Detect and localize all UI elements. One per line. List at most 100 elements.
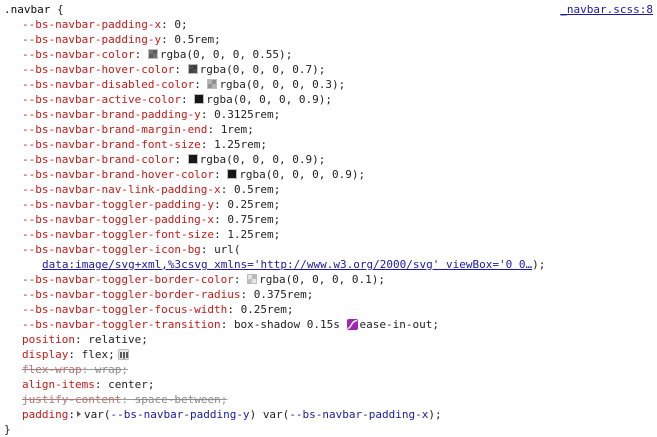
property-value[interactable]: center — [108, 378, 148, 391]
declaration-bs-navbar-toggler-focus-width[interactable]: --bs-navbar-toggler-focus-width: 0.25rem… — [0, 302, 657, 317]
declaration-justify-content[interactable]: justify-content: space-between; — [0, 392, 657, 407]
declaration-list-layout: position: relative;display: flex;flex-wr… — [0, 332, 657, 407]
flex-badge-icon[interactable] — [117, 349, 129, 360]
property-value[interactable]: 1.25rem — [227, 228, 274, 241]
expand-triangle-icon[interactable] — [76, 411, 81, 417]
declaration-bs-navbar-brand-margin-end[interactable]: --bs-navbar-brand-margin-end: 1rem; — [0, 122, 657, 137]
declaration-bs-navbar-nav-link-padding-x[interactable]: --bs-navbar-nav-link-padding-x: 0.5rem; — [0, 182, 657, 197]
declaration-bs-navbar-toggler-border-color[interactable]: --bs-navbar-toggler-border-color: rgba(0… — [0, 272, 657, 287]
color-swatch[interactable] — [187, 154, 198, 164]
property-name[interactable]: --bs-navbar-brand-hover-color — [22, 168, 215, 181]
semicolon: ; — [338, 78, 346, 91]
property-name[interactable]: display — [22, 348, 69, 361]
property-value[interactable]: rgba(0, 0, 0, 0.7) — [199, 63, 319, 76]
property-value[interactable]: 0.25rem — [240, 303, 287, 316]
property-name[interactable]: flex-wrap — [22, 363, 82, 376]
property-name[interactable]: --bs-navbar-toggler-border-radius — [22, 288, 241, 301]
property-value[interactable]: 0.25rem — [227, 198, 274, 211]
property-name[interactable]: --bs-navbar-hover-color — [22, 63, 175, 76]
property-name[interactable]: --bs-navbar-toggler-border-color — [22, 273, 234, 286]
color-swatch[interactable] — [207, 79, 218, 89]
bezier-curve-icon[interactable] — [346, 319, 358, 330]
declaration-display[interactable]: display: flex; — [0, 347, 657, 362]
property-name[interactable]: --bs-navbar-color — [22, 48, 135, 61]
custom-property-reference-2[interactable]: --bs-navbar-padding-x — [289, 408, 429, 421]
property-value[interactable]: rgba(0, 0, 0, 0.9) — [239, 168, 359, 181]
declaration-bs-navbar-brand-color[interactable]: --bs-navbar-brand-color: rgba(0, 0, 0, 0… — [0, 152, 657, 167]
property-value[interactable]: rgba(0, 0, 0, 0.1) — [259, 273, 379, 286]
semicolon: ; — [247, 123, 254, 136]
property-name[interactable]: justify-content — [22, 393, 122, 406]
property-name[interactable]: --bs-navbar-brand-color — [22, 153, 175, 166]
property-name[interactable]: --bs-navbar-padding-y — [22, 33, 162, 46]
declaration-bs-navbar-disabled-color[interactable]: --bs-navbar-disabled-color: rgba(0, 0, 0… — [0, 77, 657, 92]
declaration-bs-navbar-padding-y[interactable]: --bs-navbar-padding-y: 0.5rem; — [0, 32, 657, 47]
stylesheet-source-link[interactable]: _navbar.scss:8 — [560, 3, 653, 16]
color-swatch[interactable] — [147, 49, 158, 59]
colon: : — [200, 243, 215, 256]
declaration-bs-navbar-toggler-padding-y[interactable]: --bs-navbar-toggler-padding-y: 0.25rem; — [0, 197, 657, 212]
data-url-value[interactable]: data:image/svg+xml,%3csvg xmlns='http://… — [42, 258, 533, 271]
property-name[interactable]: padding — [22, 408, 69, 421]
custom-property-reference-1[interactable]: --bs-navbar-padding-y — [110, 408, 250, 421]
declaration-toggler-transition[interactable]: --bs-navbar-toggler-transition: box-shad… — [0, 317, 657, 332]
declaration-bs-navbar-color[interactable]: --bs-navbar-color: rgba(0, 0, 0, 0.55); — [0, 47, 657, 62]
property-value[interactable]: 0.375rem — [253, 288, 307, 301]
declaration-position[interactable]: position: relative; — [0, 332, 657, 347]
declaration-bs-navbar-active-color[interactable]: --bs-navbar-active-color: rgba(0, 0, 0, … — [0, 92, 657, 107]
property-name[interactable]: --bs-navbar-toggler-icon-bg — [22, 243, 201, 256]
declaration-bs-navbar-brand-hover-color[interactable]: --bs-navbar-brand-hover-color: rgba(0, 0… — [0, 167, 657, 182]
property-value[interactable]: rgba(0, 0, 0, 0.55) — [159, 48, 286, 61]
property-value[interactable]: 0.75rem — [227, 213, 274, 226]
declaration-bs-navbar-brand-padding-y[interactable]: --bs-navbar-brand-padding-y: 0.3125rem; — [0, 107, 657, 122]
property-name[interactable]: --bs-navbar-toggler-font-size — [22, 228, 215, 241]
property-value[interactable]: 1rem — [220, 123, 248, 136]
property-name[interactable]: --bs-navbar-toggler-focus-width — [22, 303, 228, 316]
declaration-bs-navbar-toggler-border-radius[interactable]: --bs-navbar-toggler-border-radius: 0.375… — [0, 287, 657, 302]
property-name[interactable]: align-items — [22, 378, 95, 391]
open-brace-glyph: { — [56, 3, 64, 16]
declaration-bs-navbar-toggler-font-size[interactable]: --bs-navbar-toggler-font-size: 1.25rem; — [0, 227, 657, 242]
property-value[interactable]: relative — [88, 333, 142, 346]
var-close-2: ) — [428, 408, 436, 421]
property-name[interactable]: --bs-navbar-brand-font-size — [22, 138, 201, 151]
property-value[interactable]: space-between — [134, 393, 221, 406]
property-value[interactable]: 0.3125rem — [214, 108, 274, 121]
property-name[interactable]: --bs-navbar-active-color — [22, 93, 181, 106]
property-value[interactable]: 1.25rem — [214, 138, 261, 151]
property-name[interactable]: --bs-navbar-toggler-padding-y — [22, 198, 215, 211]
property-name[interactable]: --bs-navbar-toggler-transition — [22, 318, 221, 331]
color-swatch[interactable] — [187, 64, 198, 74]
property-value[interactable]: rgba(0, 0, 0, 0.3) — [219, 78, 339, 91]
rule-selector-line[interactable]: .navbar { — [0, 2, 657, 17]
property-name[interactable]: --bs-navbar-disabled-color — [22, 78, 195, 91]
declaration-bs-navbar-hover-color[interactable]: --bs-navbar-hover-color: rgba(0, 0, 0, 0… — [0, 62, 657, 77]
declaration-toggler-icon-bg-url-line[interactable]: data:image/svg+xml,%3csvg xmlns='http://… — [0, 257, 657, 272]
selector-text[interactable]: .navbar — [4, 3, 51, 16]
property-value[interactable]: 0 — [174, 18, 181, 31]
property-name[interactable]: --bs-navbar-toggler-padding-x — [22, 213, 215, 226]
declaration-bs-navbar-brand-font-size[interactable]: --bs-navbar-brand-font-size: 1.25rem; — [0, 137, 657, 152]
declaration-align-items[interactable]: align-items: center; — [0, 377, 657, 392]
declaration-bs-navbar-padding-x[interactable]: --bs-navbar-padding-x: 0; — [0, 17, 657, 32]
property-value[interactable]: 0.5rem — [174, 33, 215, 46]
property-value[interactable]: wrap — [94, 363, 122, 376]
property-name[interactable]: --bs-navbar-padding-x — [22, 18, 162, 31]
property-value[interactable]: flex — [81, 348, 109, 361]
property-name[interactable]: --bs-navbar-brand-padding-y — [22, 108, 201, 121]
property-name[interactable]: position — [22, 333, 75, 346]
property-name[interactable]: --bs-navbar-brand-margin-end — [22, 123, 208, 136]
property-name[interactable]: --bs-navbar-nav-link-padding-x — [22, 183, 221, 196]
color-swatch[interactable] — [247, 274, 258, 284]
property-value[interactable]: rgba(0, 0, 0, 0.9) — [206, 93, 326, 106]
var-function-1: var( — [83, 408, 111, 421]
declaration-padding[interactable]: padding:var(--bs-navbar-padding-y) var(-… — [0, 407, 657, 422]
property-value[interactable]: 0.5rem — [233, 183, 274, 196]
declaration-flex-wrap[interactable]: flex-wrap: wrap; — [0, 362, 657, 377]
property-value[interactable]: rgba(0, 0, 0, 0.9) — [199, 153, 319, 166]
declaration-bs-navbar-toggler-padding-x[interactable]: --bs-navbar-toggler-padding-x: 0.75rem; — [0, 212, 657, 227]
declaration-toggler-icon-bg[interactable]: --bs-navbar-toggler-icon-bg: url( — [0, 242, 657, 257]
colon: : — [68, 348, 82, 361]
color-swatch[interactable] — [194, 94, 205, 104]
color-swatch[interactable] — [227, 169, 238, 179]
